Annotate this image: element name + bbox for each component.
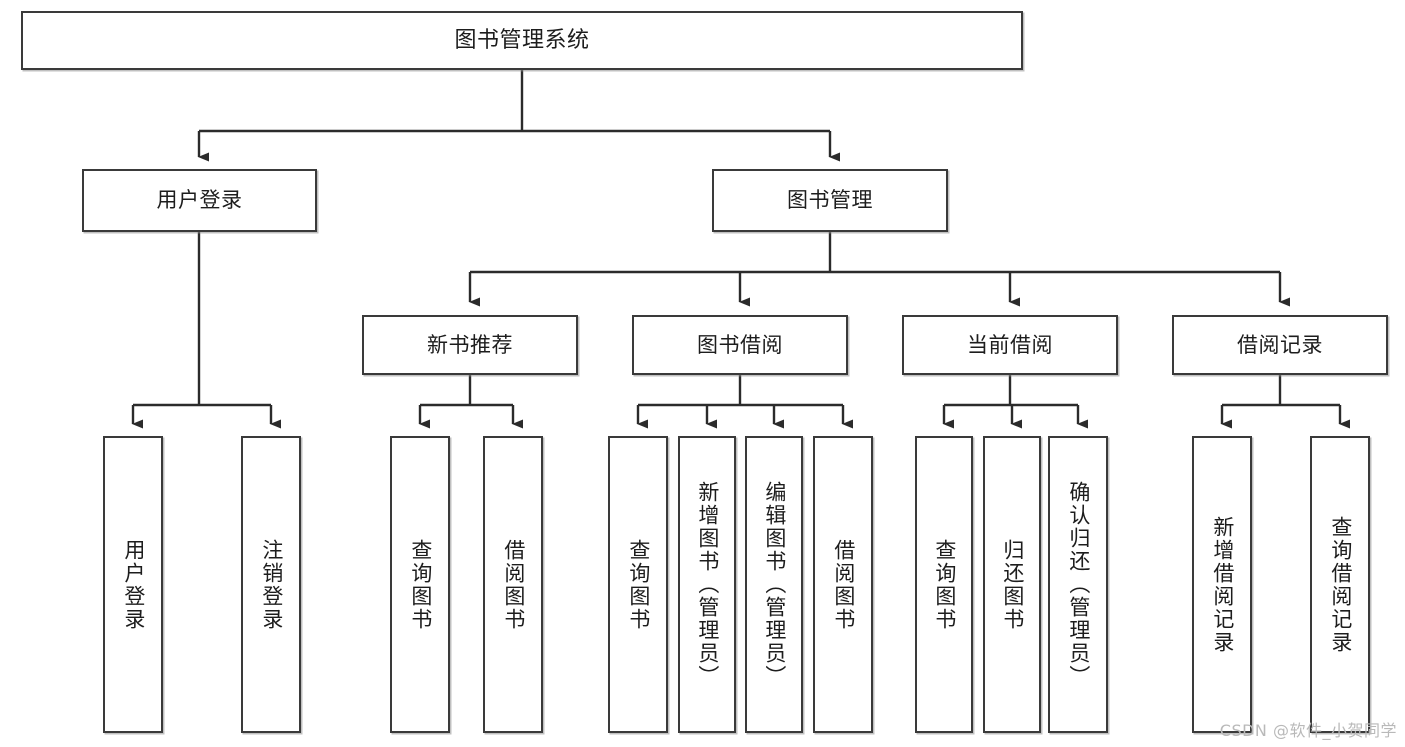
leaf-user-login[interactable]: 用户登录 bbox=[103, 436, 163, 733]
node-label: 用户登录 bbox=[121, 538, 146, 631]
node-book-borrow[interactable]: 图书借阅 bbox=[632, 315, 848, 375]
watermark-text: CSDN @软件_小贺同学 bbox=[1219, 721, 1397, 740]
leaf-edit-book-admin[interactable]: 编辑图书（管理员） bbox=[745, 436, 803, 733]
node-label: 查询图书 bbox=[408, 538, 433, 631]
node-label: 当前借阅 bbox=[967, 332, 1053, 357]
node-label: 借阅图书 bbox=[501, 538, 526, 631]
node-user-login[interactable]: 用户登录 bbox=[82, 169, 317, 232]
node-label: 用户登录 bbox=[156, 188, 243, 213]
node-label: 图书管理 bbox=[787, 188, 873, 213]
node-label: 查询借阅记录 bbox=[1328, 515, 1353, 654]
node-label: 图书管理系统 bbox=[454, 27, 590, 53]
node-label: 编辑图书（管理员） bbox=[762, 481, 787, 688]
leaf-add-borrow-record[interactable]: 新增借阅记录 bbox=[1192, 436, 1252, 733]
leaf-confirm-return-admin[interactable]: 确认归还（管理员） bbox=[1048, 436, 1108, 733]
node-label: 归还图书 bbox=[1000, 538, 1025, 631]
node-label: 新增图书（管理员） bbox=[695, 481, 720, 688]
node-new-book-recommend[interactable]: 新书推荐 bbox=[362, 315, 578, 375]
node-label: 借阅图书 bbox=[831, 538, 856, 631]
node-label: 借阅记录 bbox=[1237, 332, 1323, 357]
leaf-return-book[interactable]: 归还图书 bbox=[983, 436, 1041, 733]
leaf-logout-login[interactable]: 注销登录 bbox=[241, 436, 301, 733]
leaf-query-borrow-record[interactable]: 查询借阅记录 bbox=[1310, 436, 1370, 733]
node-label: 新增借阅记录 bbox=[1210, 515, 1235, 654]
leaf-borrow-book-recommend[interactable]: 借阅图书 bbox=[483, 436, 543, 733]
node-label: 注销登录 bbox=[259, 538, 284, 631]
node-label: 图书借阅 bbox=[697, 332, 783, 357]
node-label: 确认归还（管理员） bbox=[1066, 481, 1091, 688]
leaf-add-book-admin[interactable]: 新增图书（管理员） bbox=[678, 436, 736, 733]
node-borrow-record[interactable]: 借阅记录 bbox=[1172, 315, 1388, 375]
leaf-query-book-recommend[interactable]: 查询图书 bbox=[390, 436, 450, 733]
node-current-borrow[interactable]: 当前借阅 bbox=[902, 315, 1118, 375]
node-label: 新书推荐 bbox=[427, 332, 513, 357]
node-root-system[interactable]: 图书管理系统 bbox=[21, 11, 1023, 70]
leaf-query-book-current[interactable]: 查询图书 bbox=[915, 436, 973, 733]
node-book-management[interactable]: 图书管理 bbox=[712, 169, 948, 232]
leaf-borrow-book[interactable]: 借阅图书 bbox=[813, 436, 873, 733]
node-label: 查询图书 bbox=[932, 538, 957, 631]
leaf-query-book-borrow[interactable]: 查询图书 bbox=[608, 436, 668, 733]
node-label: 查询图书 bbox=[626, 538, 651, 631]
